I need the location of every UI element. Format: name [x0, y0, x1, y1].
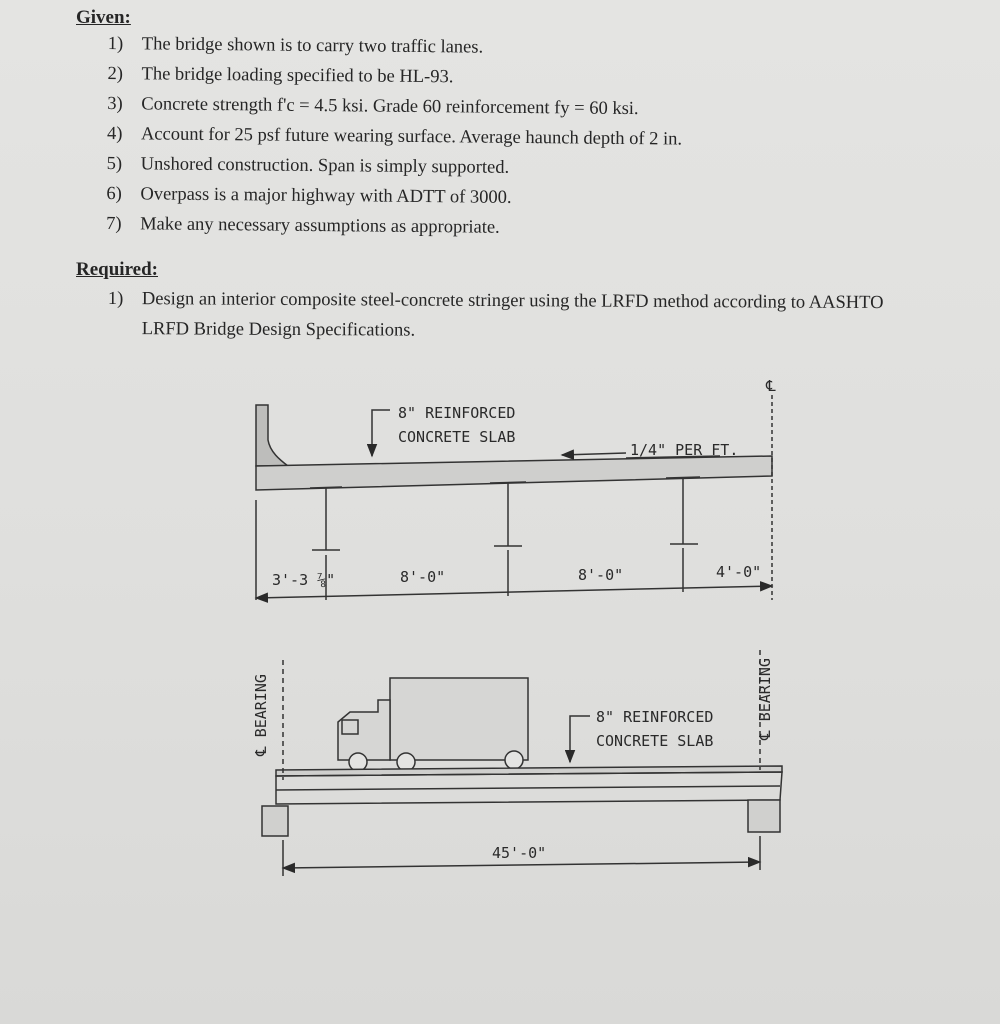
- girder-3: [665, 476, 701, 545]
- slab-leader: [366, 409, 390, 458]
- given-heading: Given:: [76, 7, 131, 28]
- girder-1: [309, 486, 343, 551]
- deck-slab: [255, 455, 773, 491]
- elevation-slab-leader: [564, 715, 590, 764]
- given-item-7: 7)Make any necessary assumptions as appr…: [106, 213, 500, 238]
- elevation-deck: [275, 765, 783, 777]
- left-bearing-support: [261, 805, 289, 837]
- given-list: 1)The bridge shown is to carry two traff…: [106, 29, 683, 245]
- elevation-slab-label-line2: CONCRETE SLAB: [596, 732, 713, 750]
- elevation-girder: [275, 771, 783, 805]
- girder-2: [489, 481, 527, 547]
- required-heading: Required:: [76, 259, 158, 280]
- centerline-symbol: ℄: [765, 377, 776, 395]
- span-label: 45'-0": [492, 844, 546, 862]
- span-dimension-line: [281, 856, 762, 874]
- cross-section: [254, 395, 774, 603]
- required-item-1: 1)Design an interior composite steel-con…: [107, 288, 884, 341]
- slab-label-line1: 8" REINFORCED: [398, 404, 515, 422]
- elevation: [261, 650, 783, 876]
- right-bearing-support: [747, 799, 781, 833]
- dim-overhang: 3'-3 ⅞": [272, 571, 335, 589]
- truck-icon: [337, 677, 529, 772]
- required-list: 1)Design an interior composite steel-con…: [108, 284, 908, 348]
- dimension-line: [254, 581, 774, 603]
- slab-label-line2: CONCRETE SLAB: [398, 428, 515, 446]
- dim-half-spacing: 4'-0": [716, 563, 761, 581]
- slope-arrow: [560, 449, 627, 460]
- parapet-barrier: [255, 404, 291, 467]
- elevation-slab-label-line1: 8" REINFORCED: [596, 708, 713, 726]
- dim-spacing-2: 8'-0": [578, 566, 623, 584]
- left-bearing-label: ℄ BEARING: [252, 674, 270, 757]
- dim-spacing-1: 8'-0": [400, 568, 445, 586]
- right-bearing-label: ℄ BEARING: [756, 658, 774, 741]
- slope-label: 1/4" PER FT.: [630, 441, 738, 459]
